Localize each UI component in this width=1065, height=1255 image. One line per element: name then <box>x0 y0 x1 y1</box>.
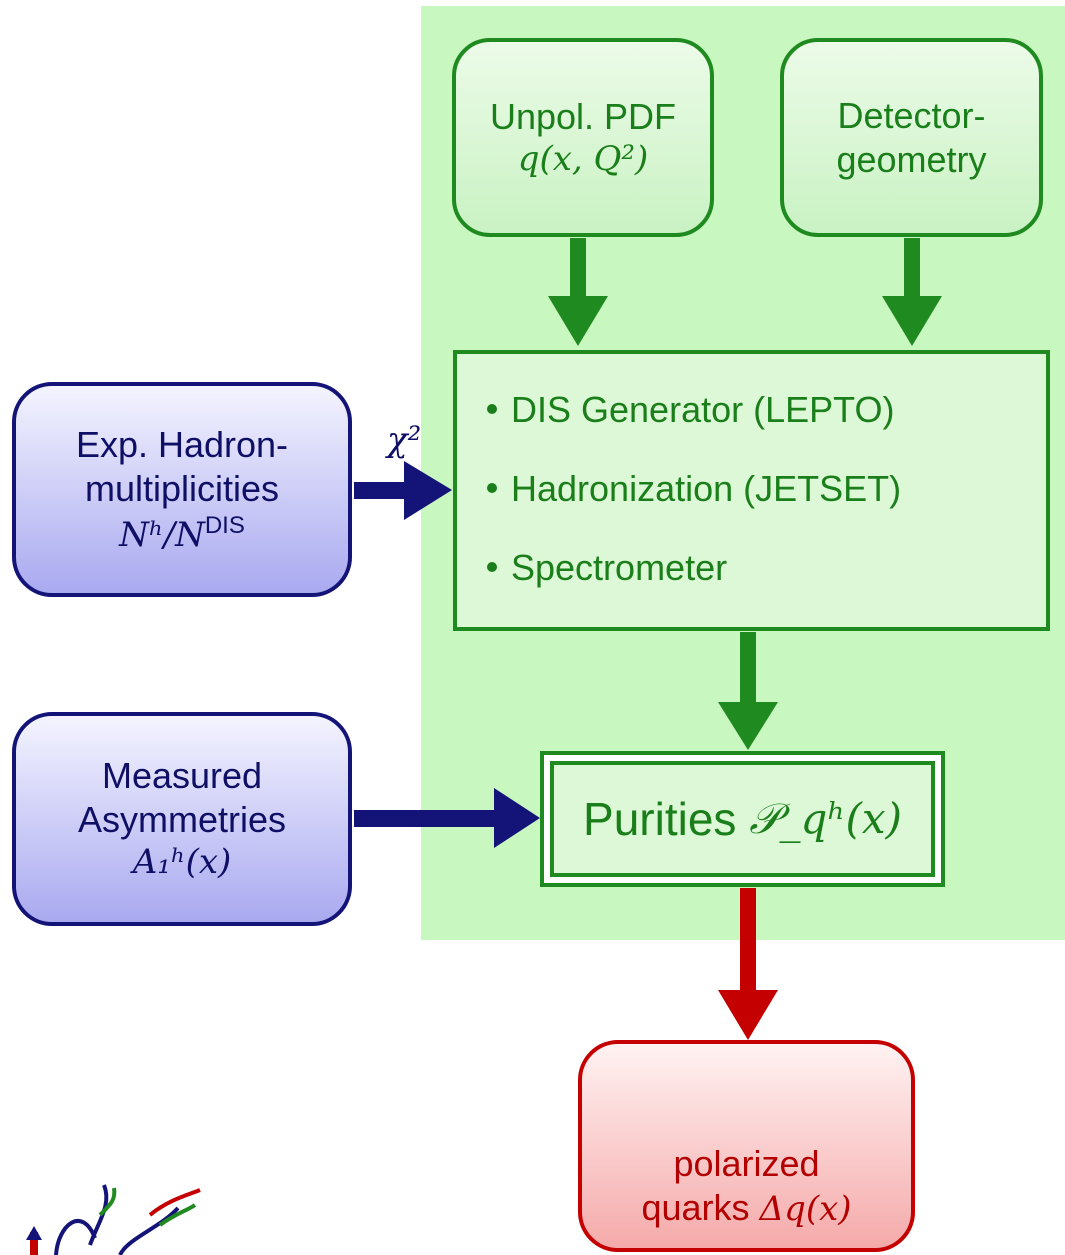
arrow-hadron-to-generator <box>354 461 452 520</box>
hadron-label-line1: Exp. Hadron- <box>75 423 289 465</box>
unpol-pdf-label: Unpol. PDF <box>489 95 677 137</box>
asym-formula: A₁ʰ(x) <box>132 842 232 883</box>
generator-item-dis: DIS Generator (LEPTO) <box>487 388 901 467</box>
logo-icon <box>26 1184 201 1255</box>
purities-label: Purities <box>583 793 737 845</box>
detector-label-line2: geometry <box>836 138 987 180</box>
unpol-pdf-formula: q(x, Q²) <box>517 138 649 179</box>
detector-label-line1: Detector- <box>837 94 986 136</box>
generator-item-hadronization: Hadronization (JETSET) <box>487 467 901 546</box>
generator-item-spectrometer: Spectrometer <box>487 546 901 625</box>
arrow-generator-to-purities <box>718 632 778 750</box>
polarized-quarks-box: polarized quarks Δq(x) <box>578 1040 915 1252</box>
hadron-formula: Nʰ/NDIS <box>119 511 245 555</box>
asym-label-line1: Measured <box>101 755 263 797</box>
hadron-label-line2: multiplicities <box>84 467 280 509</box>
polarized-label-line1: polarized <box>673 1142 820 1184</box>
detector-geometry-box: Detector- geometry <box>780 38 1043 237</box>
measured-asymmetries-box: Measured Asymmetries A₁ʰ(x) <box>12 712 352 926</box>
arrow-detector-to-generator <box>882 238 942 346</box>
unpol-pdf-box: Unpol. PDF q(x, Q²) <box>452 38 714 237</box>
chi-squared-label: χ² <box>387 420 422 460</box>
arrow-asym-to-purities <box>354 788 540 848</box>
arrow-pdf-to-generator <box>548 238 608 346</box>
arrow-purities-to-quarks <box>718 888 778 1040</box>
hadron-multiplicities-box: Exp. Hadron- multiplicities Nʰ/NDIS <box>12 382 352 597</box>
generator-box: DIS Generator (LEPTO) Hadronization (JET… <box>453 350 1050 631</box>
purities-box: Purities 𝒫_qʰ(x) <box>540 751 945 887</box>
asym-label-line2: Asymmetries <box>77 799 287 841</box>
purities-formula: 𝒫_qʰ(x) <box>749 794 902 843</box>
polarized-label-line2: quarks Δq(x) <box>641 1186 852 1229</box>
